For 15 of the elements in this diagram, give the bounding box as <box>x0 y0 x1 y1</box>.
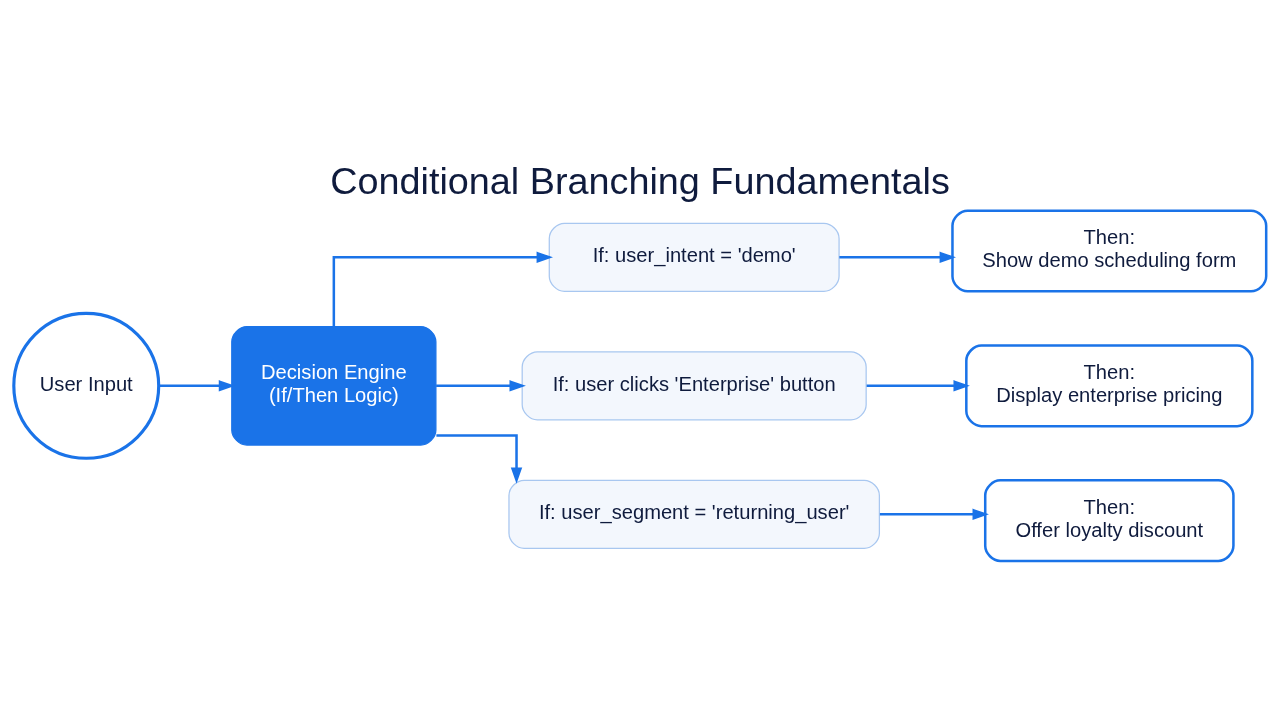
node-box: Then: Show demo scheduling form <box>951 209 1268 293</box>
arrow <box>436 434 523 484</box>
arrow <box>866 380 970 392</box>
arrow <box>839 251 956 264</box>
node-box: Then: Display enterprise pricing <box>965 344 1254 428</box>
diagram-title: Conditional Branching Fundamentals <box>330 160 950 203</box>
node-box: If: user_segment = 'returning_user' <box>508 479 880 549</box>
arrow <box>332 251 553 327</box>
arrow <box>436 380 526 392</box>
node-box: If: user clicks 'Enterprise' button <box>521 351 867 421</box>
node-box: Then: Offer loyalty discount <box>983 479 1235 563</box>
arrow <box>879 508 989 521</box>
node-box: If: user_intent = 'demo' <box>548 222 840 292</box>
node-box: Decision Engine (If/Then Logic) <box>231 326 437 446</box>
node-circle: User Input <box>12 311 161 460</box>
